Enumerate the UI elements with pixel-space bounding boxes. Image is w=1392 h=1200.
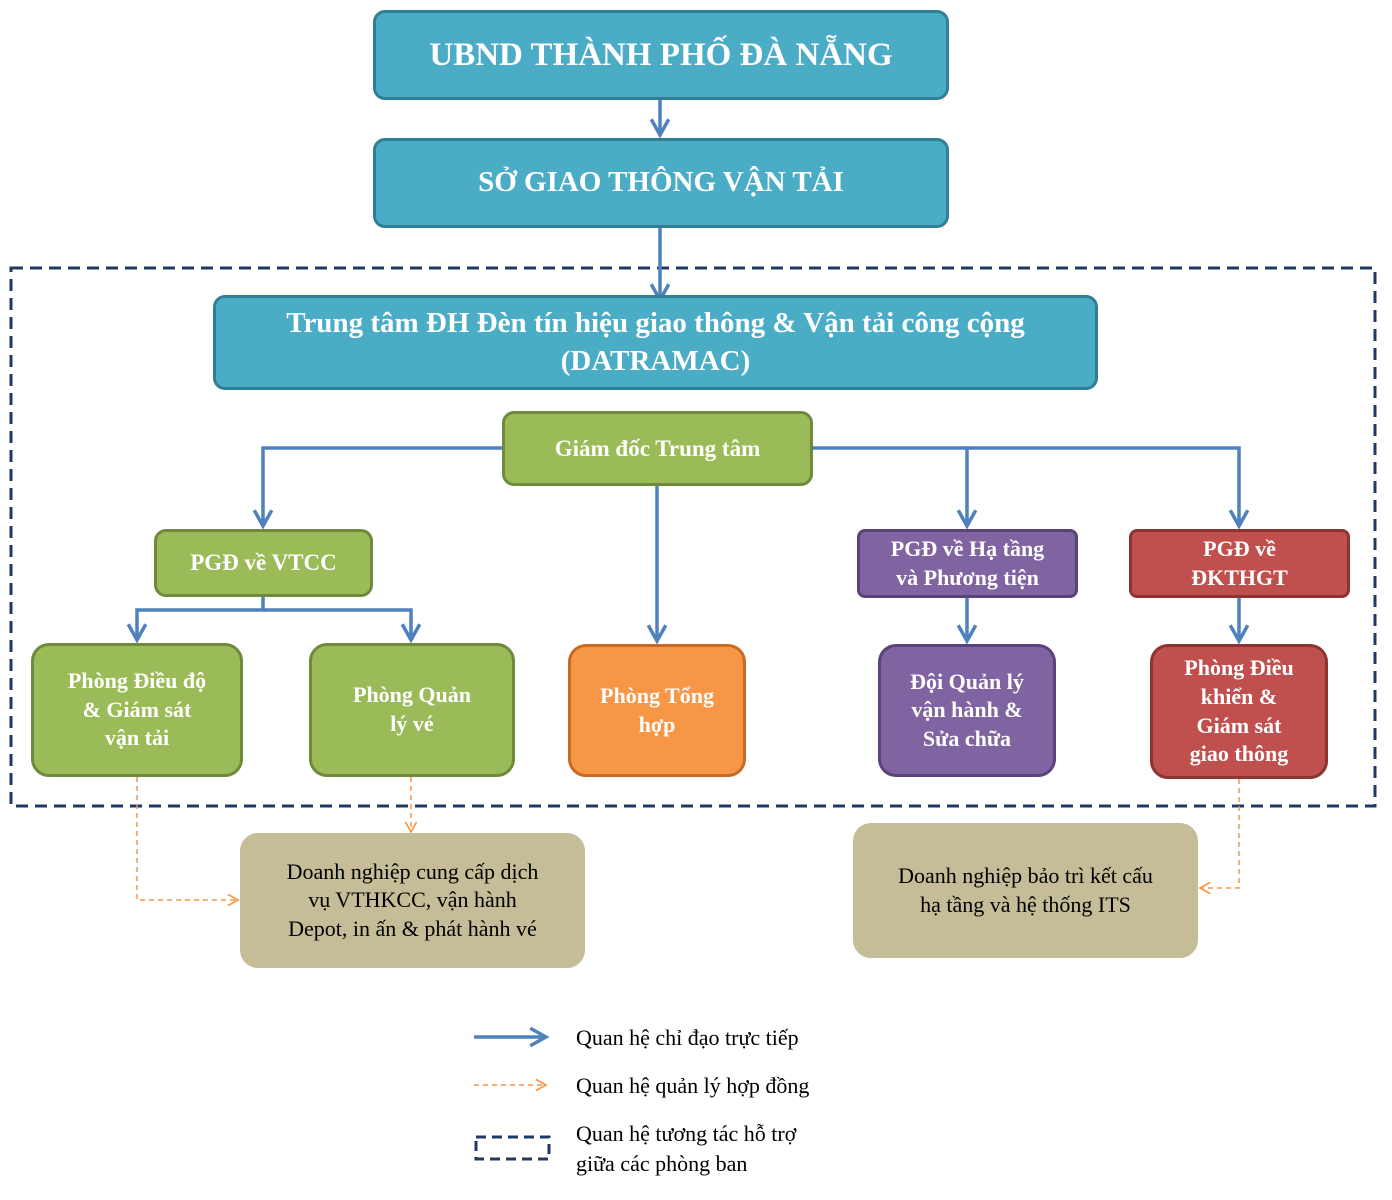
phong-tong-hop-line-1: Phòng Tổng — [600, 682, 714, 708]
phong-dieu-do-line-3: vận tải — [104, 725, 170, 751]
dn-cung-cap-line-2: vụ VTHKCC, vận hành — [308, 887, 517, 913]
phong-dieu-khien-line-2: khiển & — [1200, 683, 1278, 709]
legend-support-box — [474, 1135, 551, 1161]
pgd-dkthgt-box: PGĐ về ĐKTHGT — [1129, 529, 1350, 598]
trung-tam-box: Trung tâm ĐH Đèn tín hiệu giao thông & V… — [213, 295, 1098, 390]
phong-dieu-khien-line-4: giao thông — [1189, 741, 1289, 767]
legend-support-label: Quan hệ tương tác hỗ trợ giữa các phòng … — [576, 1119, 796, 1178]
contract-arrows — [136, 777, 1240, 907]
doi-quan-ly-line-3: Sửa chữa — [922, 725, 1012, 751]
dn-bao-tri-line-2: hạ tầng và hệ thống ITS — [920, 891, 1131, 917]
dn-cung-cap-line-1: Doanh nghiệp cung cấp dịch — [286, 858, 539, 884]
pgd-vtcc-box: PGĐ về VTCC — [154, 529, 373, 597]
phong-tong-hop-box: Phòng Tổng hợp — [568, 644, 746, 777]
arrow-vtcc-dieudo — [137, 597, 265, 640]
arrow-gd-pgd-dkthgt — [967, 446, 1239, 526]
pgd-ha-tang-line-2: và Phương tiện — [896, 564, 1039, 590]
pgd-dkthgt-line-2: ĐKTHGT — [1191, 564, 1288, 590]
phong-dieu-khien-box: Phòng Điều khiển & Giám sát giao thông — [1150, 644, 1328, 779]
contract-dieudo-dn — [136, 777, 240, 907]
giam-doc-box: Giám đốc Trung tâm — [502, 411, 813, 486]
phong-dieu-do-line-1: Phòng Điều độ — [67, 668, 207, 694]
phong-dieu-khien-line-1: Phòng Điều — [1184, 655, 1294, 681]
trung-tam-line-2: (DATRAMAC) — [560, 344, 751, 377]
so-gtvt-box: SỞ GIAO THÔNG VẬN TẢI — [373, 138, 949, 228]
doi-quan-ly-line-2: vận hành & — [911, 697, 1023, 723]
phong-dieu-khien-line-3: Giám sát — [1196, 712, 1282, 738]
legend-support-line-1: Quan hệ tương tác hỗ trợ — [576, 1121, 797, 1146]
phong-tong-hop-line-2: hợp — [638, 711, 676, 737]
contract-dieukhien-dn — [1198, 779, 1240, 895]
phong-quan-ly-ve-line-1: Phòng Quản — [353, 682, 471, 708]
dn-cung-cap-box: Doanh nghiệp cung cấp dịch vụ VTHKCC, vậ… — [240, 833, 585, 968]
legend-direct-label: Quan hệ chỉ đạo trực tiếp — [576, 1023, 799, 1053]
legend-direct-text: Quan hệ chỉ đạo trực tiếp — [576, 1025, 799, 1050]
pgd-ha-tang-line-1: PGĐ về Hạ tầng — [890, 535, 1045, 561]
legend-support-line-2: giữa các phòng ban — [576, 1150, 748, 1176]
ubnd-box: UBND THÀNH PHỐ ĐÀ NẴNG — [373, 10, 949, 100]
phong-quan-ly-ve-box: Phòng Quản lý vé — [309, 643, 515, 777]
ubnd-label: UBND THÀNH PHỐ ĐÀ NẴNG — [429, 36, 893, 73]
phong-quan-ly-ve-line-2: lý vé — [390, 711, 434, 736]
doi-quan-ly-box: Đội Quản lý vận hành & Sửa chữa — [878, 644, 1056, 777]
dn-cung-cap-line-3: Depot, in ấn & phát hành vé — [288, 915, 537, 941]
pgd-ha-tang-box: PGĐ về Hạ tầng và Phương tiện — [857, 529, 1078, 598]
dn-bao-tri-box: Doanh nghiệp bảo trì kết cấu hạ tầng và … — [853, 823, 1198, 958]
department-frame — [9, 266, 1377, 808]
so-gtvt-label: SỞ GIAO THÔNG VẬN TẢI — [478, 166, 844, 199]
trung-tam-line-1: Trung tâm ĐH Đèn tín hiệu giao thông & V… — [286, 306, 1025, 339]
arrow-gd-pgd-hatang — [813, 446, 967, 526]
direct-arrows — [137, 100, 1239, 641]
doi-quan-ly-line-1: Đội Quản lý — [910, 668, 1024, 694]
legend-contract-label: Quan hệ quản lý hợp đồng — [576, 1071, 809, 1101]
arrow-gd-pgd-vtcc — [263, 446, 502, 526]
arrow-vtcc-quanlyve — [263, 608, 411, 640]
giam-doc-label: Giám đốc Trung tâm — [554, 435, 761, 461]
pgd-vtcc-label: PGĐ về VTCC — [190, 550, 337, 576]
phong-dieu-do-box: Phòng Điều độ & Giám sát vận tải — [31, 643, 243, 777]
pgd-dkthgt-line-1: PGĐ về — [1203, 535, 1276, 561]
dn-bao-tri-line-1: Doanh nghiệp bảo trì kết cấu — [898, 862, 1153, 888]
phong-dieu-do-line-2: & Giám sát — [82, 696, 192, 722]
legend-contract-text: Quan hệ quản lý hợp đồng — [576, 1073, 810, 1098]
